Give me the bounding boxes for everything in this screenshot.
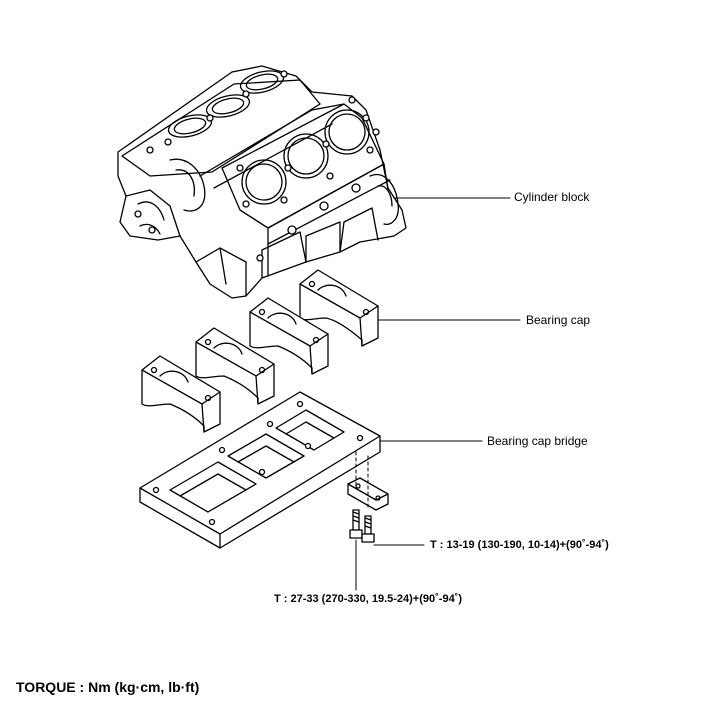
- torque-units-legend: TORQUE : Nm (kg·cm, lb·ft): [16, 679, 200, 695]
- cylinder-block-drawing: [117, 65, 407, 299]
- bearing-caps-drawing: [141, 269, 379, 433]
- bolts-drawing: [347, 451, 389, 543]
- label-bearing-cap-bridge: Bearing cap bridge: [487, 434, 588, 448]
- label-cylinder-block: Cylinder block: [514, 190, 590, 204]
- torque-spec-main-bolt: T : 27-33 (270-330, 19.5-24)+(90˚-94˚): [274, 593, 463, 605]
- leader-lines: [355, 197, 521, 591]
- label-bearing-cap: Bearing cap: [526, 313, 591, 327]
- torque-spec-bridge-bolt: T : 13-19 (130-190, 10-14)+(90˚-94˚): [430, 539, 609, 551]
- bearing-cap-bridge-drawing: [139, 391, 381, 549]
